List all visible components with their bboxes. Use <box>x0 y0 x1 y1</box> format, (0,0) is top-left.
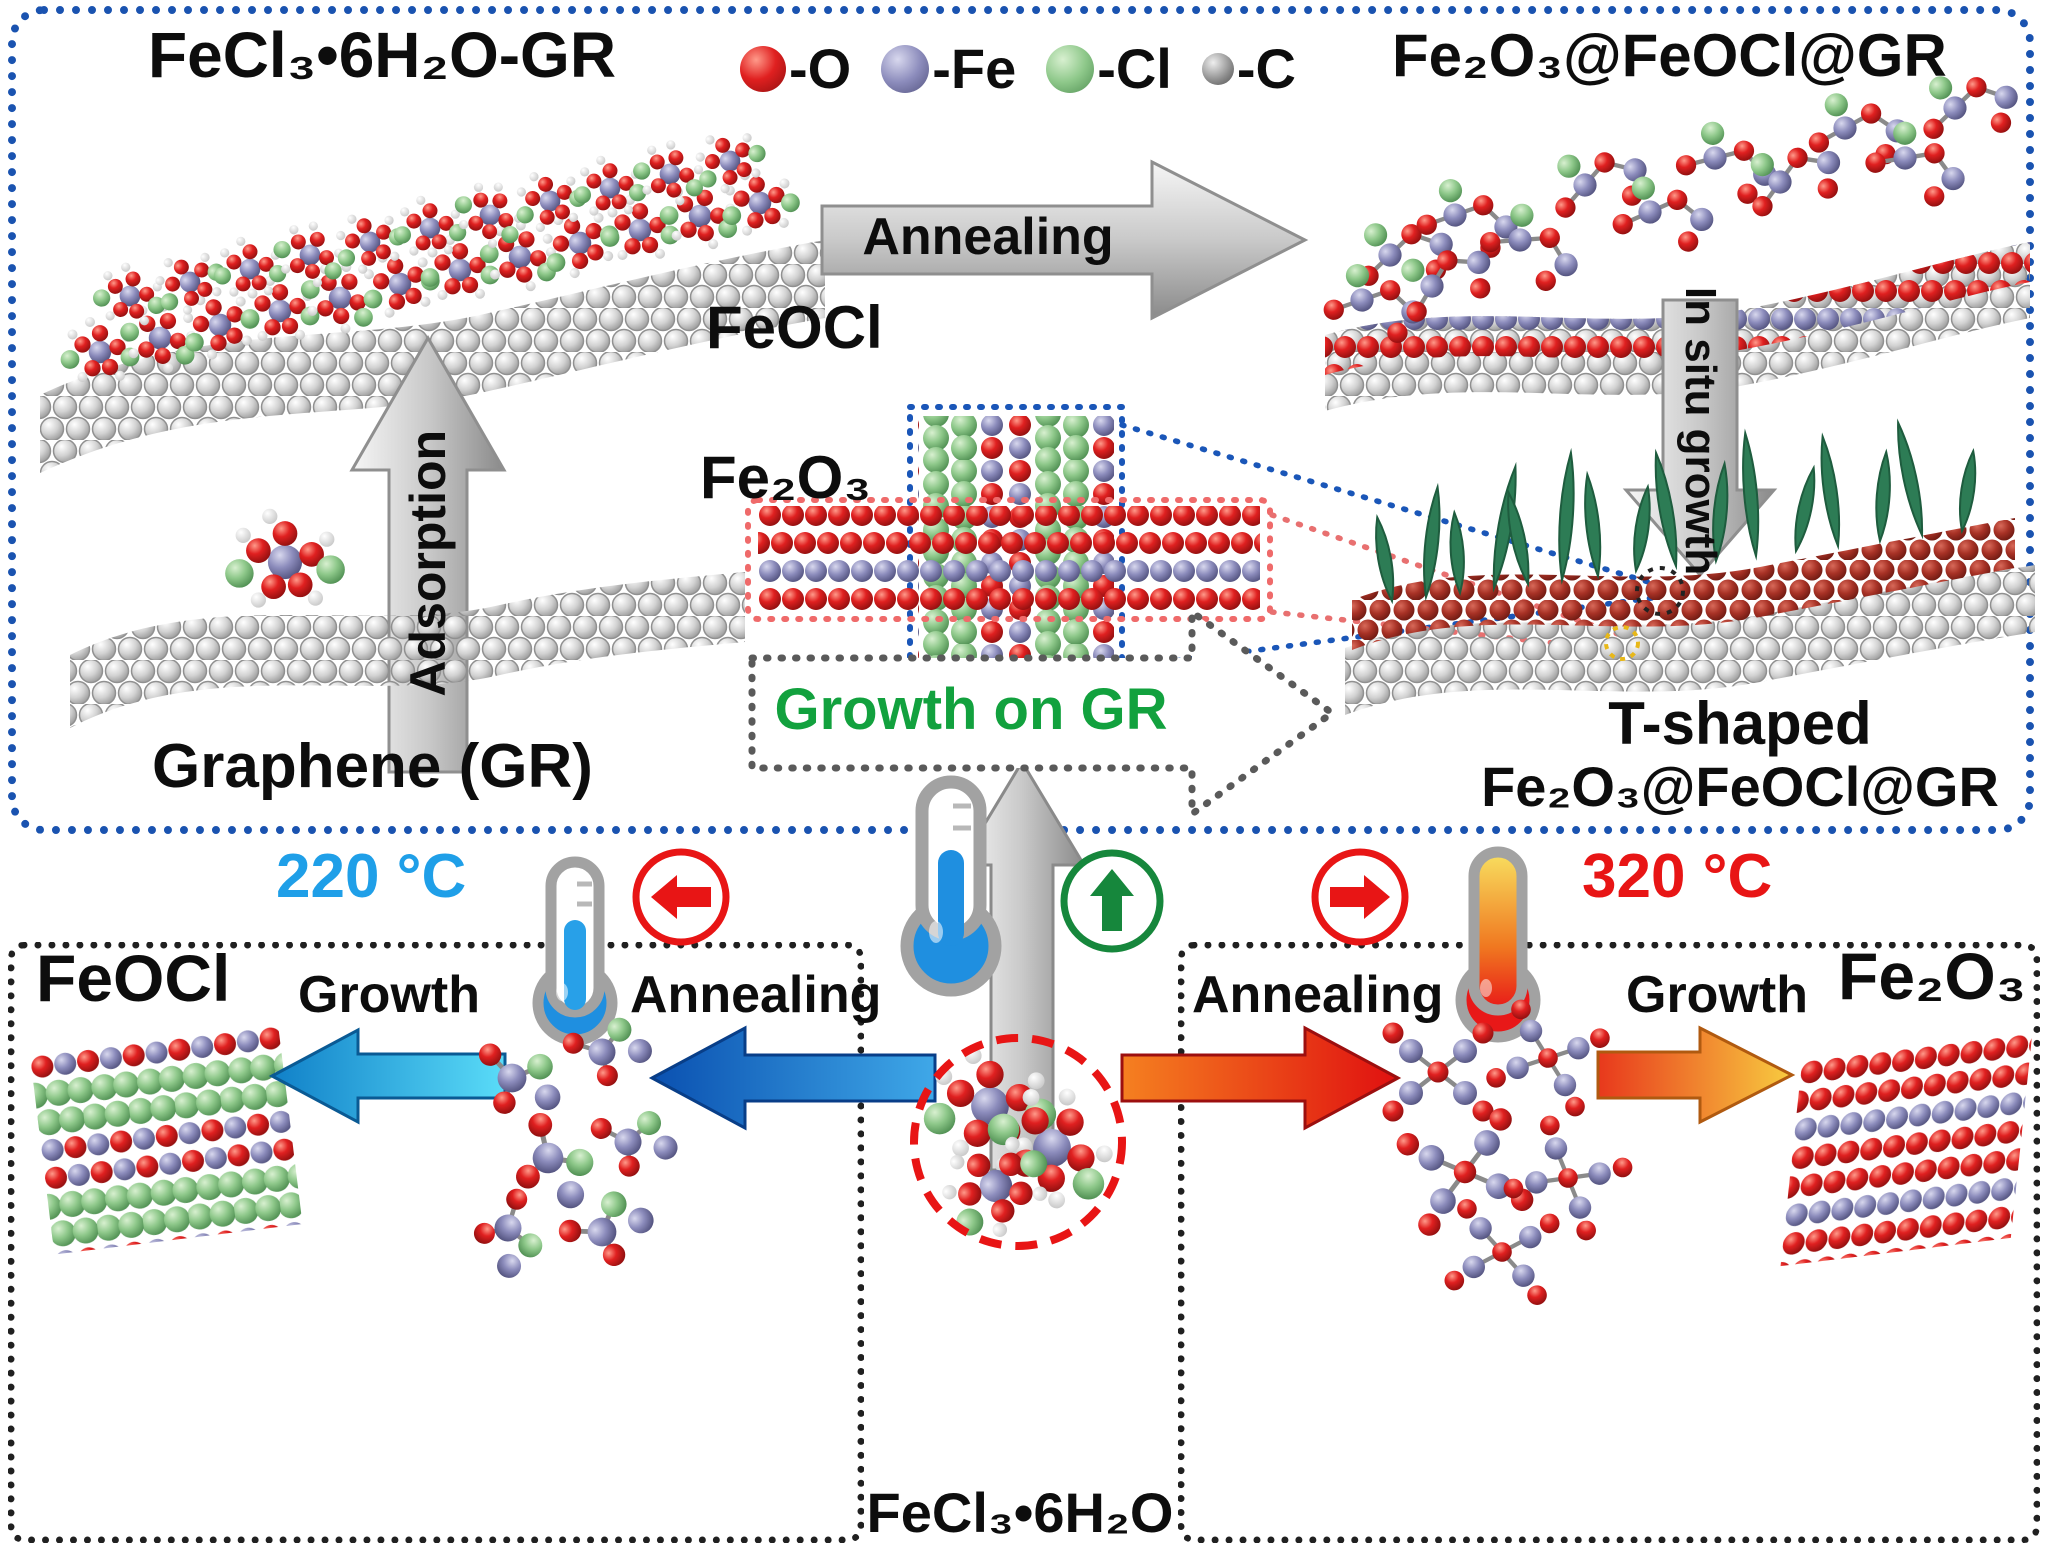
feocl-label: FeOCl <box>706 294 883 361</box>
title-fecl3-gr: FeCl₃•6H₂O-GR <box>148 19 617 91</box>
legend-item-oxygen: -O <box>740 36 851 101</box>
t-shaped-label-line1: T-shaped <box>1608 690 1872 757</box>
temp-320-label: 320 °C <box>1582 842 1773 911</box>
legend-item-chlorine: -Cl <box>1046 36 1172 101</box>
marker-circle-black <box>1635 566 1685 616</box>
left-direction-badge <box>632 848 730 946</box>
growth-label-right: Growth <box>1626 966 1808 1024</box>
marker-circle-gold <box>1604 625 1640 661</box>
growth-arrow-left <box>268 1027 507 1125</box>
connector-red-top <box>1269 512 1621 637</box>
fecl3-dashed-circle <box>910 1034 1126 1250</box>
bottom-left-route-box <box>8 942 864 1543</box>
bottom-right-route-box <box>1178 942 2040 1543</box>
fe2o3-crystal-bottom <box>1780 1033 2033 1267</box>
fe2o3-box-title: Fe₂O₃ <box>1838 939 2027 1013</box>
fe2o3-slab <box>758 506 1260 612</box>
annealing-label-right: Annealing <box>1192 966 1444 1024</box>
carbon-ball-icon <box>1201 52 1234 85</box>
in-situ-growth-label: In situ growth <box>1676 286 1726 576</box>
graphene-sheet-bottom-left <box>70 572 745 728</box>
growth-label-left: Growth <box>298 966 480 1024</box>
atom-legend: -O -Fe -Cl -C <box>740 36 1296 101</box>
fe2o3-fragment-cluster <box>1383 997 1636 1307</box>
thermometer-320-icon <box>1455 846 1541 1043</box>
oxygen-ball-icon <box>740 45 786 92</box>
iron-ball-icon <box>881 44 930 93</box>
up-direction-badge <box>1060 849 1164 953</box>
fe2o3-label: Fe₂O₃ <box>700 444 872 511</box>
chlorine-ball-icon <box>1046 44 1095 93</box>
temp-220-label: 220 °C <box>276 842 467 911</box>
legend-label-oxygen: -O <box>789 37 852 100</box>
legend-label-carbon: -C <box>1236 37 1296 100</box>
annealing-label-left: Annealing <box>630 966 882 1024</box>
feocl-crystal-bottom <box>30 1025 303 1255</box>
oxide-decoration-band <box>1325 242 2030 375</box>
growth-arrow-right <box>1596 1025 1796 1125</box>
connector-red-bottom <box>1269 609 1621 653</box>
right-direction-badge <box>1311 848 1409 946</box>
title-fe2o3-feocl-gr: Fe₂O₃@FeOCl@GR <box>1392 22 1947 89</box>
composite-graphene-sheet <box>1345 565 2035 715</box>
annealing-arrow <box>820 159 1309 321</box>
t-shaped-label-line2: Fe₂O₃@FeOCl@GR <box>1481 755 1999 818</box>
legend-label-iron: -Fe <box>932 37 1017 100</box>
feocl-box-title: FeOCl <box>36 941 231 1015</box>
annealing-label: Annealing <box>862 208 1114 266</box>
thermometer-220-icon <box>532 856 618 1046</box>
growth-on-gr-label: Growth on GR <box>774 677 1168 742</box>
annealing-arrow-left <box>648 1025 937 1131</box>
hydrate-molecule-single <box>225 508 345 608</box>
legend-item-carbon: -C <box>1201 36 1296 101</box>
feocl-fragment-cluster <box>464 1009 681 1285</box>
thermometer-center-icon <box>900 775 1002 997</box>
adsorption-label: Adsorption <box>399 429 456 697</box>
graphene-label: Graphene (GR) <box>152 732 593 801</box>
fe2o3-dotted-box <box>745 497 1273 622</box>
fecl3-6h2o-label: FeCl₃•6H₂O <box>866 1481 1174 1544</box>
growth-on-gr-arrow <box>748 605 1338 821</box>
annealing-arrow-right <box>1120 1025 1402 1131</box>
legend-label-chlorine: -Cl <box>1097 37 1172 100</box>
legend-item-iron: -Fe <box>881 36 1016 101</box>
